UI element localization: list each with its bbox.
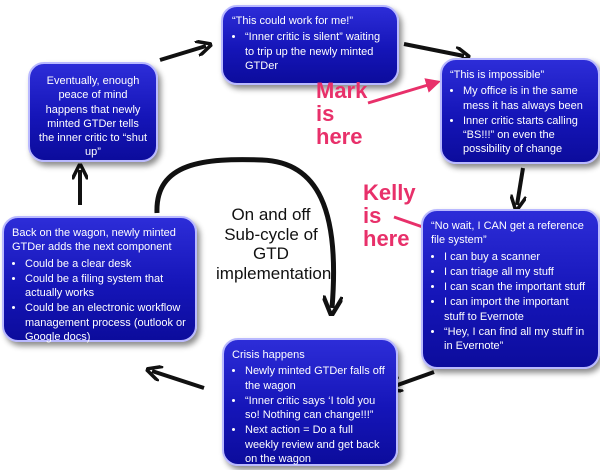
box-text: Eventually, enough peace of mind happens… xyxy=(38,75,148,159)
box-back-on-the-wagon: Back on the wagon, newly minted GTDer ad… xyxy=(2,216,197,345)
list-item: I can scan the important stuff xyxy=(444,280,590,294)
box-title: “No wait, I CAN get a reference file sys… xyxy=(431,220,584,247)
box-list: I can buy a scanner I can triage all my … xyxy=(431,250,590,354)
arrow-bottom-to-left-bottom xyxy=(152,371,205,390)
box-list: Could be a clear desk Could be a filing … xyxy=(12,257,187,345)
arrow-right-bottom-to-bottom xyxy=(392,370,435,387)
arrow-top-to-right-top xyxy=(403,42,464,56)
box-this-is-impossible: “This is impossible” My office is in the… xyxy=(440,58,600,164)
list-item: “Inner critic is silent” waiting to trip… xyxy=(245,30,388,73)
box-peace-of-mind: Eventually, enough peace of mind happens… xyxy=(28,62,158,162)
list-item: Could be a clear desk xyxy=(25,257,187,271)
kelly-note: Kelly is here xyxy=(363,180,416,252)
list-item: Newly minted GTDer falls off the wagon xyxy=(245,364,388,393)
subcycle-caption: On and off Sub-cycle of GTD implementati… xyxy=(216,205,332,283)
box-crisis-happens: Crisis happens Newly minted GTDer falls … xyxy=(222,338,398,466)
box-this-could-work: “This could work for me!” “Inner critic … xyxy=(221,5,399,85)
box-title: “This is impossible” xyxy=(450,69,545,81)
list-item: Could be an electronic workflow manageme… xyxy=(25,301,187,344)
mark-note: Mark is here xyxy=(316,78,368,150)
box-list: My office is in the same mess it has alw… xyxy=(450,84,590,156)
list-item: Inner critic starts calling “BS!!!” on e… xyxy=(463,114,590,157)
list-item: “Inner critic says ‘I told you so! Nothi… xyxy=(245,394,388,423)
box-list: Newly minted GTDer falls off the wagon “… xyxy=(232,364,388,466)
box-list: “Inner critic is silent” waiting to trip… xyxy=(232,30,388,73)
list-item: I can triage all my stuff xyxy=(444,265,590,279)
list-item: I can import the important stuff to Ever… xyxy=(444,295,590,324)
list-item: My office is in the same mess it has alw… xyxy=(463,84,590,113)
list-item: “Hey, I can find all my stuff in in Ever… xyxy=(444,325,590,354)
box-title: Crisis happens xyxy=(232,349,305,361)
list-item: Next action = Do a full weekly review an… xyxy=(245,423,388,466)
list-item: Could be a filing system that actually w… xyxy=(25,272,187,301)
box-reference-file-system: “No wait, I CAN get a reference file sys… xyxy=(421,209,600,369)
arrow-right-top-to-right-bottom xyxy=(517,167,523,205)
mark-pointer xyxy=(367,78,441,105)
subcycle-arrow xyxy=(154,157,334,308)
box-title: “This could work for me!” xyxy=(232,15,354,27)
box-title: Back on the wagon, newly minted GTDer ad… xyxy=(12,227,176,254)
list-item: I can buy a scanner xyxy=(444,250,590,264)
arrow-left-top-to-top xyxy=(159,46,206,62)
